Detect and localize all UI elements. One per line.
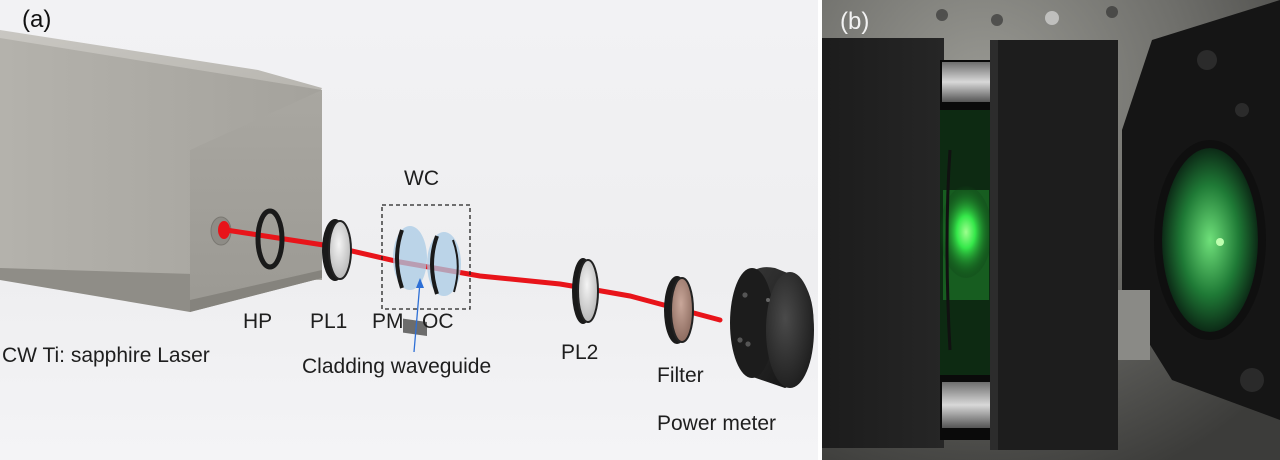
half-wave-plate (255, 208, 285, 270)
green-glow (940, 186, 992, 278)
pump-mirror-glass (393, 226, 427, 290)
label-hp: HP (243, 310, 273, 333)
waveguide-cavity (393, 226, 461, 337)
label-cladding-waveguide: Cladding waveguide (302, 355, 492, 378)
output-lens (1162, 148, 1258, 332)
label-pl1: PL1 (310, 310, 348, 333)
label-wc: WC (404, 167, 439, 190)
steel-rod-top (942, 62, 990, 102)
wc-box (381, 204, 471, 310)
waveguide-pointer (413, 281, 421, 353)
label-pm: PM (372, 310, 404, 333)
label-filter: Filter (657, 364, 704, 387)
label-power-meter: Power meter (657, 412, 777, 435)
panel-a-tag: (a) (22, 6, 52, 33)
power-meter (730, 267, 814, 388)
label-oc: OC (422, 310, 454, 333)
label-pl2: PL2 (561, 341, 599, 364)
laser-end-face (190, 90, 322, 312)
lens-pl1 (322, 219, 352, 281)
waveguide-crystal (403, 318, 427, 337)
filter (664, 276, 694, 344)
panel-a-setup-schematic: (a) WC HP PL1 PM OC CW Ti: sapphire Lase… (0, 0, 818, 460)
power-meter-face (766, 272, 814, 388)
label-laser: CW Ti: sapphire Laser (2, 344, 210, 367)
laser-top-face (0, 30, 322, 92)
waveguide-photo (822, 0, 1280, 460)
panel-b-tag: (b) (840, 8, 870, 35)
right-mount-block (990, 40, 1118, 450)
green-spot (1216, 238, 1224, 246)
lens-pl2 (572, 258, 599, 324)
setup-illustration (0, 30, 814, 388)
left-mount-block (822, 38, 944, 448)
steel-rod-bottom (942, 382, 990, 428)
laser-box (0, 30, 322, 312)
panel-b-photo: (b) (822, 0, 1280, 460)
